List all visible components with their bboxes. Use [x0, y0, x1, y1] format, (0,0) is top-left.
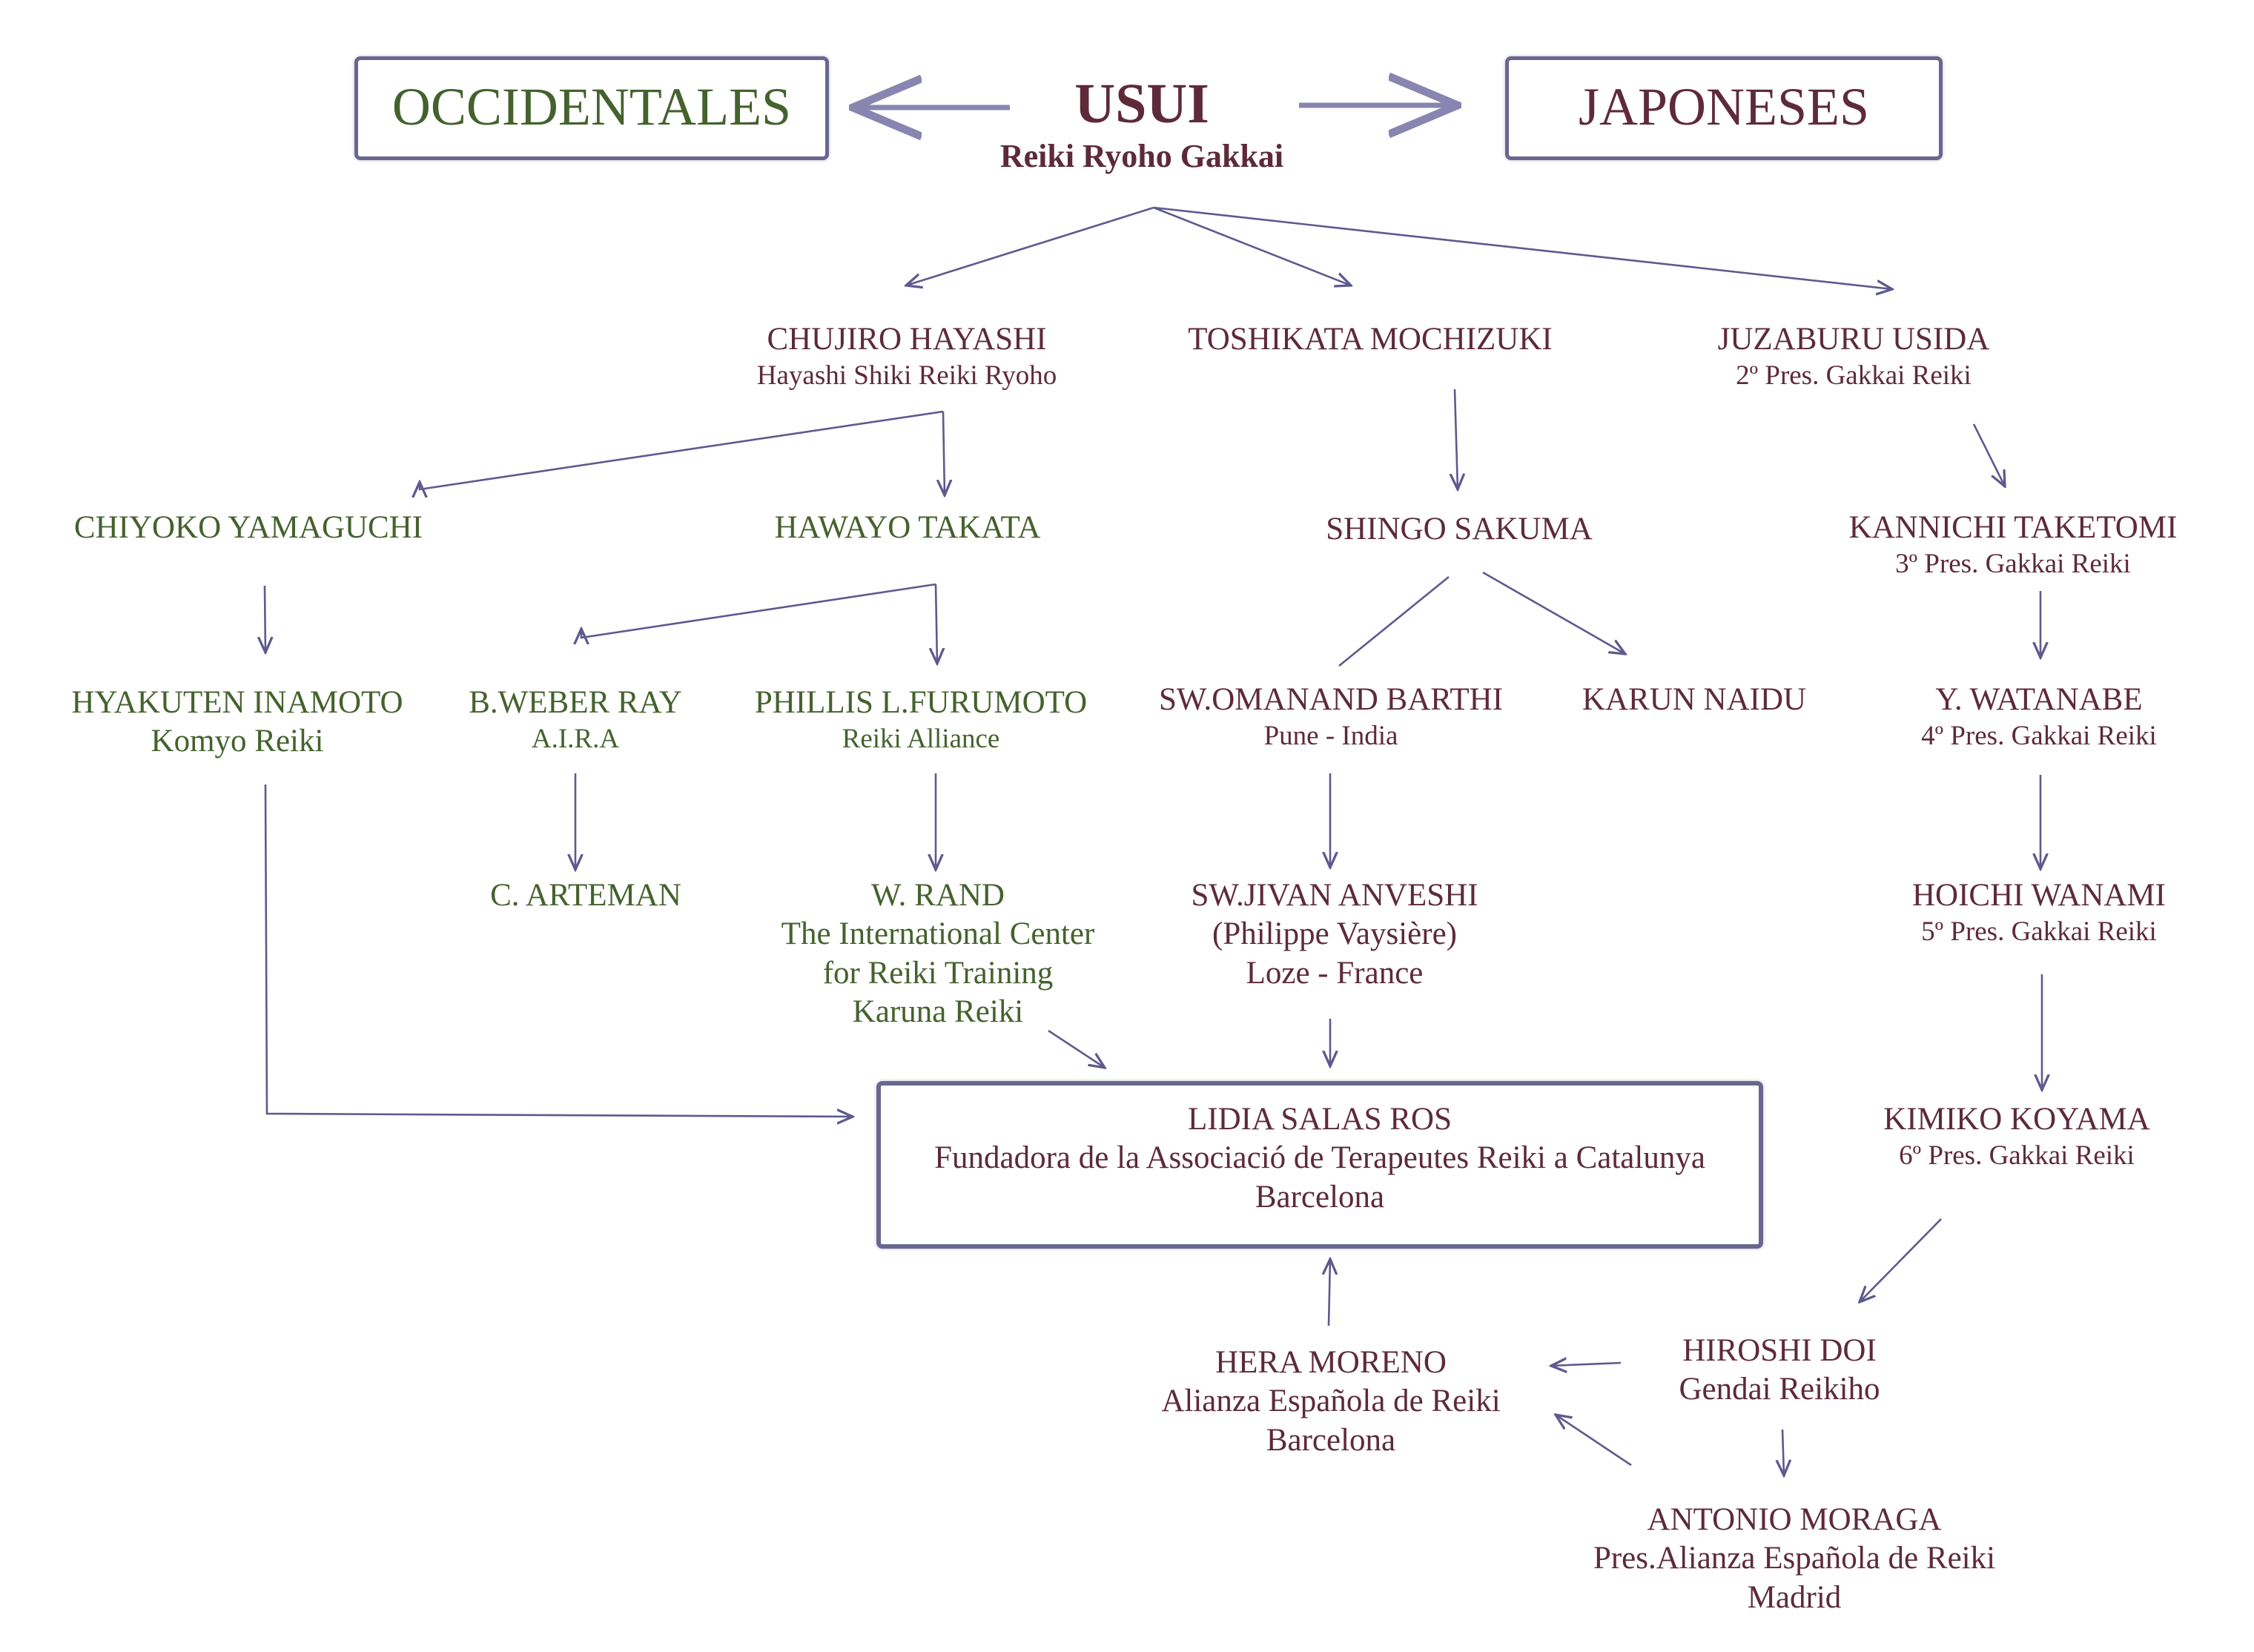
node-taketomi: KANNICHI TAKETOMI 3º Pres. Gakkai Reiki: [1794, 509, 2232, 581]
node-sakuma: SHINGO SAKUMA: [1237, 510, 1682, 549]
node-name: SW.JIVAN ANVESHI: [1191, 878, 1478, 913]
node-line3: Loze - France: [1246, 955, 1424, 991]
node-sub: 5º Pres. Gakkai Reiki: [1921, 916, 2157, 948]
node-sub: A.I.R.A: [531, 724, 620, 755]
node-doi: HIROSHI DOI Gendai Reikiho: [1631, 1332, 1928, 1410]
node-line2: (Philippe Vaysière): [1212, 916, 1457, 952]
edge-mochizuki-sakuma: [1455, 389, 1458, 489]
node-sub: 3º Pres. Gakkai Reiki: [1895, 549, 2131, 580]
node-takata: HAWAYO TAKATA: [685, 509, 1130, 547]
edge-rand-salas: [1048, 1029, 1105, 1068]
node-line4: Karuna Reiki: [852, 994, 1024, 1030]
node-line2: The International Center: [781, 916, 1095, 952]
root-subtitle: Reiki Ryoho Gakkai: [999, 138, 1284, 174]
node-name: KANNICHI TAKETOMI: [1848, 510, 2178, 545]
root-name: USUI: [1074, 73, 1209, 135]
node-moreno: HERA MORENO Alianza Española de Reiki Ba…: [1127, 1344, 1535, 1460]
node-sub: Hayashi Shiki Reiki Ryoho: [756, 360, 1057, 391]
node-name: HOICHI WANAMI: [1912, 878, 2166, 913]
edge-hayashi-takata: [943, 411, 945, 495]
node-hayashi: CHUJIRO HAYASHI Hayashi Shiki Reiki Ryoh…: [684, 320, 1129, 393]
node-mochizuki: TOSHIKATA MOCHIZUKI: [1148, 320, 1593, 359]
node-anveshi: SW.JIVAN ANVESHI (Philippe Vaysière) Loz…: [1142, 876, 1527, 993]
node-name: CHUJIRO HAYASHI: [767, 322, 1047, 357]
node-line2: Gendai Reikiho: [1679, 1372, 1880, 1407]
node-line2: Fundadora de la Associació de Terapeutes…: [934, 1140, 1705, 1176]
node-sub: Reiki Alliance: [842, 724, 1000, 755]
edge-inamoto-salas: [264, 784, 853, 1117]
node-sub: 2º Pres. Gakkai Reiki: [1736, 360, 1972, 391]
edge-usui-mochizuki: [1153, 206, 1351, 285]
edge-sakuma-barthi: [1338, 575, 1450, 667]
node-inamoto: HYAKUTEN INAMOTO Komyo Reiki: [44, 684, 430, 761]
node-line2: Pres.Alianza Española de Reiki: [1593, 1541, 1996, 1576]
node-line2: Alianza Española de Reiki: [1161, 1384, 1501, 1419]
salas-box: [876, 1081, 1763, 1249]
edge-doi-moraga: [1782, 1429, 1784, 1476]
node-name: Y. WATANABE: [1935, 682, 2143, 717]
node-moraga: ANTONIO MORAGA Pres.Alianza Española de …: [1542, 1501, 2046, 1617]
node-line3: Barcelona: [1255, 1179, 1385, 1215]
node-furumoto: PHILLIS L.FURUMOTO Reiki Alliance: [728, 684, 1114, 756]
node-name: SW.OMANAND BARTHI: [1158, 682, 1504, 717]
node-weber: B.WEBER RAY A.I.R.A: [437, 684, 713, 756]
occidentales-box: [354, 56, 829, 160]
edge-takata-weber: [581, 583, 936, 638]
node-name: ANTONIO MORAGA: [1647, 1502, 1942, 1537]
edge-doi-moreno: [1551, 1363, 1622, 1366]
japoneses-box: [1505, 56, 1943, 160]
edge-usui-usida: [1153, 206, 1892, 289]
node-name: HYAKUTEN INAMOTO: [71, 685, 403, 720]
edge-koyama-doi: [1860, 1218, 1942, 1302]
node-name: HAWAYO TAKATA: [774, 510, 1041, 545]
node-rand: W. RAND The International Center for Rei…: [734, 876, 1142, 1032]
node-name: KIMIKO KOYAMA: [1883, 1102, 2150, 1137]
node-usida: JUZABURU USIDA 2º Pres. Gakkai Reiki: [1631, 320, 2076, 393]
node-line3: Madrid: [1747, 1579, 1842, 1615]
node-arteman: C. ARTEMAN: [437, 876, 734, 915]
node-barthi: SW.OMANAND BARTHI Pune - India: [1127, 681, 1535, 753]
node-salas: LIDIA SALAS ROS Fundadora de la Associac…: [876, 1100, 1763, 1217]
edge-takata-furumoto: [936, 584, 937, 664]
node-wanami: HOICHI WANAMI 5º Pres. Gakkai Reiki: [1839, 876, 2239, 949]
edge-moraga-moreno: [1556, 1415, 1632, 1467]
node-sub: Pune - India: [1263, 721, 1398, 752]
node-name: LIDIA SALAS ROS: [1188, 1102, 1452, 1137]
root-usui: USUI Reiki Ryoho Gakkai: [919, 76, 1364, 176]
node-naidu: KARUN NAIDU: [1557, 681, 1831, 719]
japoneses-label: JAPONESES: [1578, 77, 1870, 136]
node-name: SHINGO SAKUMA: [1326, 512, 1593, 546]
node-yamaguchi: CHIYOKO YAMAGUCHI: [22, 509, 475, 547]
edge-moreno-salas: [1329, 1259, 1330, 1326]
edge-usida-taketomi: [1972, 423, 2005, 486]
node-name: C. ARTEMAN: [490, 878, 681, 913]
edge-sakuma-naidu: [1482, 571, 1625, 654]
node-name: KARUN NAIDU: [1582, 682, 1807, 717]
node-name: JUZABURU USIDA: [1717, 322, 1990, 357]
node-line3: Barcelona: [1266, 1422, 1396, 1458]
node-name: HERA MORENO: [1215, 1345, 1447, 1380]
node-name: CHIYOKO YAMAGUCHI: [73, 510, 423, 545]
node-name: HIROSHI DOI: [1682, 1333, 1877, 1368]
node-name: TOSHIKATA MOCHIZUKI: [1188, 322, 1553, 357]
node-watanabe: Y. WATANABE 4º Pres. Gakkai Reiki: [1839, 681, 2239, 753]
occidentales-label: OCCIDENTALES: [391, 77, 792, 136]
edge-hayashi-yamaguchi: [420, 410, 944, 489]
node-name: PHILLIS L.FURUMOTO: [754, 685, 1088, 720]
node-line3: for Reiki Training: [822, 955, 1054, 991]
node-sub: 6º Pres. Gakkai Reiki: [1899, 1140, 2135, 1172]
node-name: W. RAND: [871, 878, 1005, 913]
node-sub: 4º Pres. Gakkai Reiki: [1921, 721, 2157, 752]
node-name: B.WEBER RAY: [469, 685, 682, 720]
node-sub: Komyo Reiki: [151, 724, 324, 759]
node-koyama: KIMIKO KOYAMA 6º Pres. Gakkai Reiki: [1809, 1100, 2224, 1173]
edge-usui-hayashi: [906, 206, 1154, 285]
